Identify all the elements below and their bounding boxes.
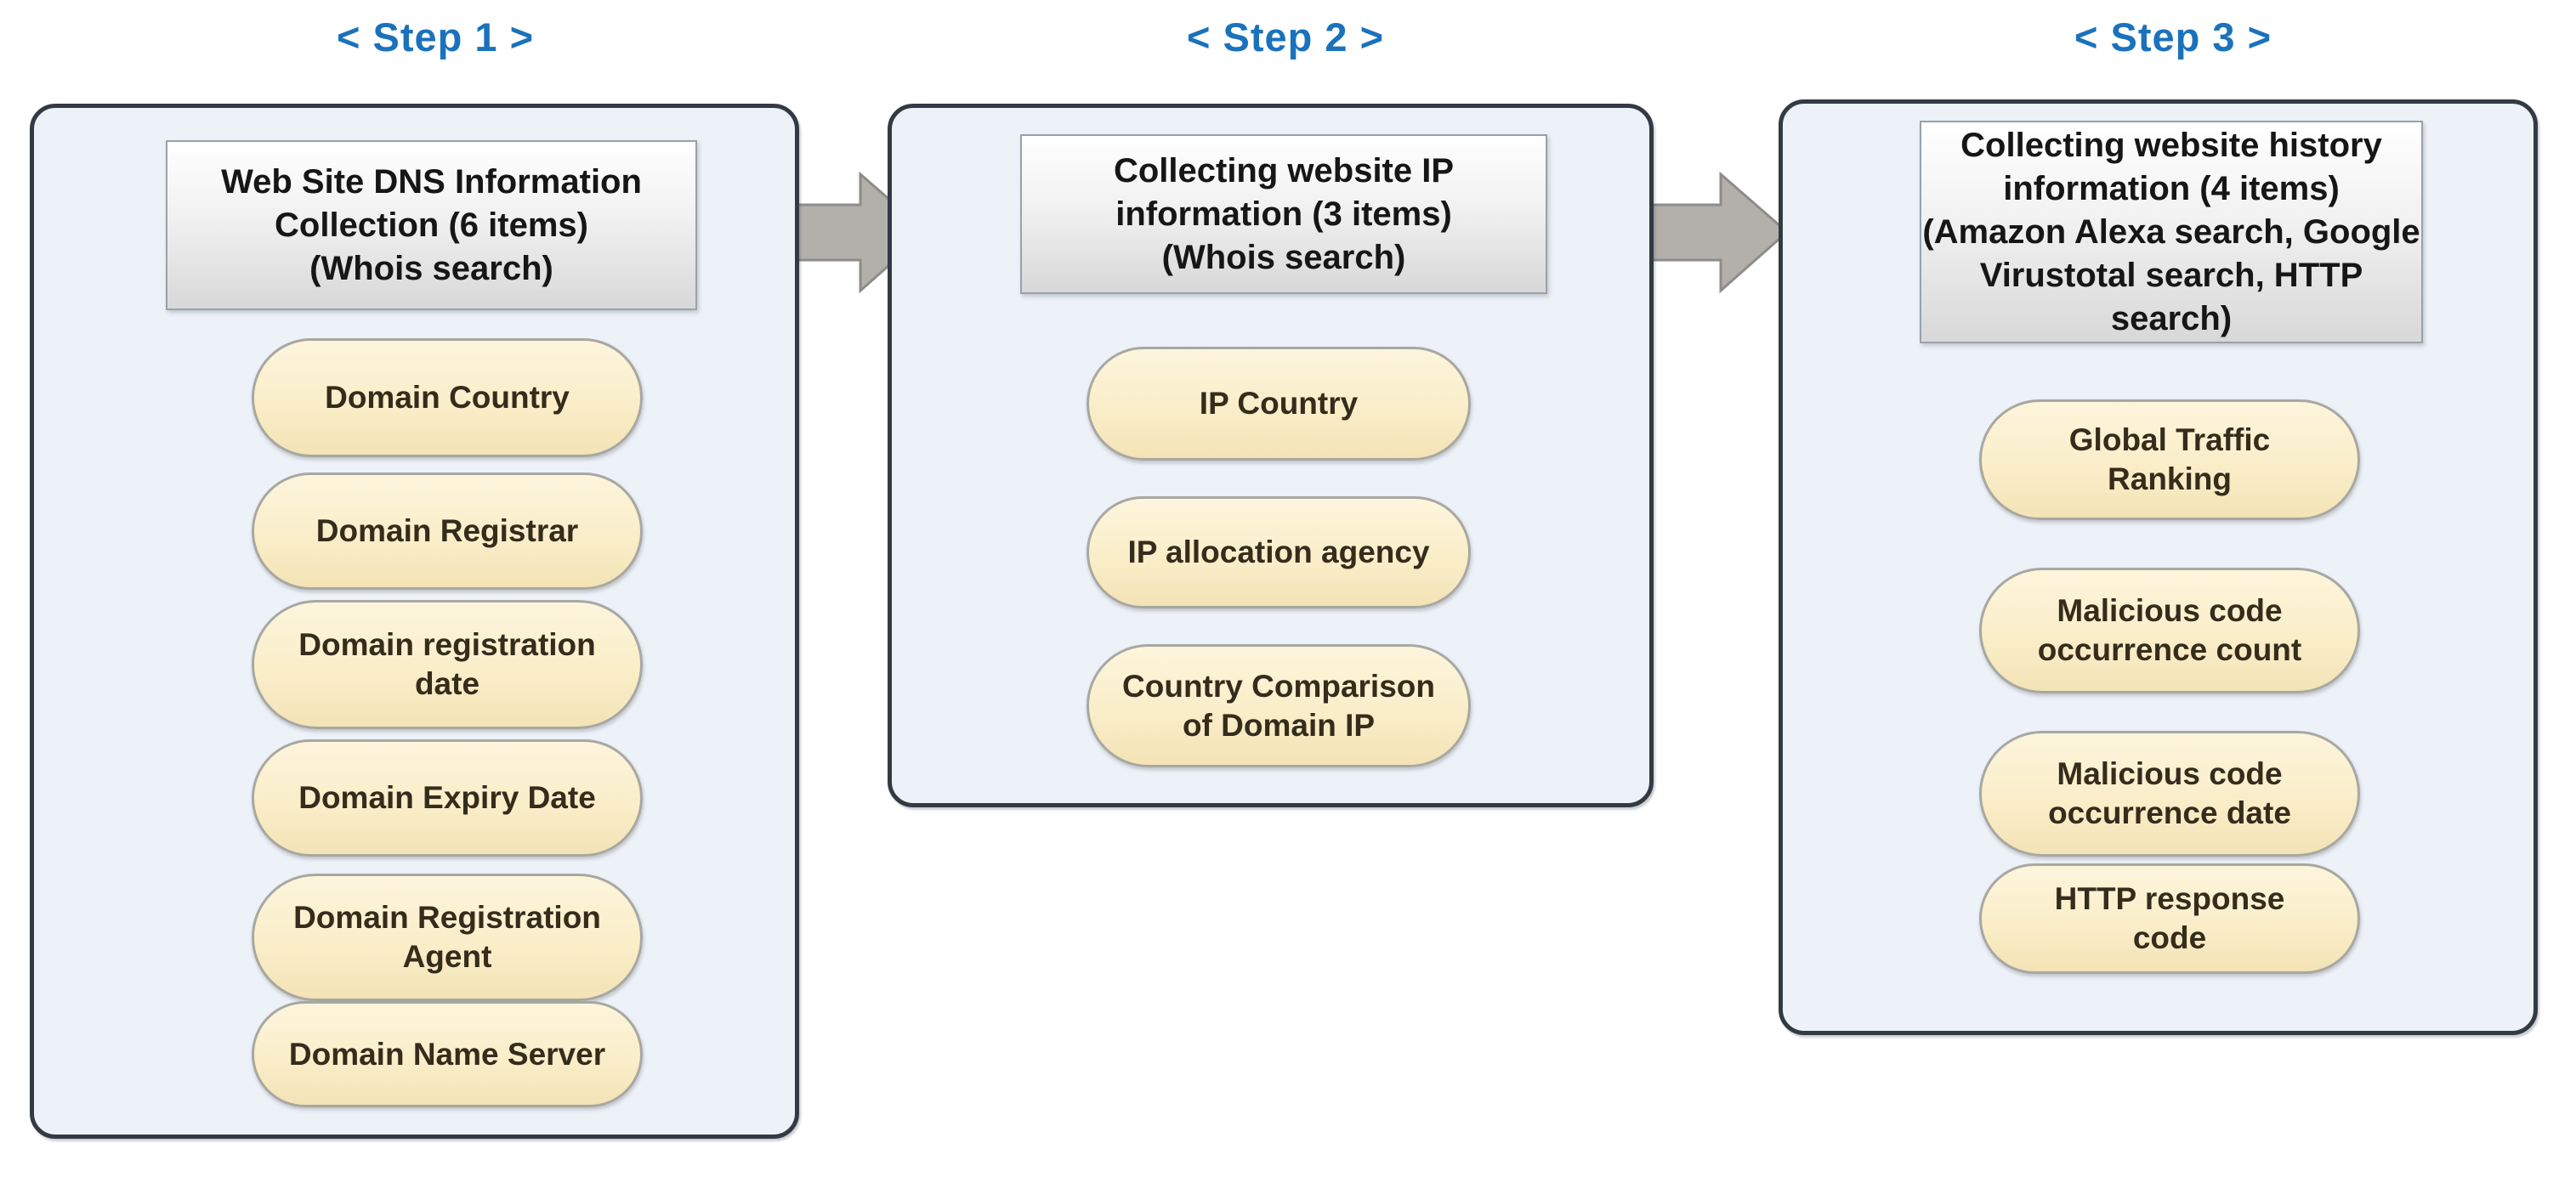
item-label: Domain Registrar	[315, 513, 579, 548]
item-pill-domain-registration-date: Domain registration date	[252, 600, 643, 729]
step-1-header: Web Site DNS Information Collection (6 i…	[166, 140, 697, 310]
item-label: IP allocation agency	[1127, 535, 1430, 569]
item-label: Malicious code occurrence date	[2048, 756, 2291, 830]
step-3-header-line: information (4 items)	[2003, 169, 2340, 207]
step-2-header-line: (Whois search)	[1161, 238, 1406, 276]
item-pill-domain-registrar: Domain Registrar	[252, 472, 643, 590]
item-label: Domain Registration Agent	[293, 900, 601, 974]
item-label: Global Traffic Ranking	[2068, 422, 2271, 496]
step-1-header-line: Web Site DNS Information	[221, 162, 642, 201]
item-pill-ip-allocation-agency: IP allocation agency	[1087, 496, 1471, 608]
step-2-header-line: Collecting website IP	[1113, 151, 1455, 190]
item-pill-domain-expiry-date: Domain Expiry Date	[252, 739, 643, 857]
step-3-header-line: Collecting website history	[1960, 126, 2382, 164]
item-pill-country-comparison: Country Comparison of Domain IP	[1087, 644, 1471, 767]
step-1-title: < Step 1 >	[336, 14, 535, 59]
item-pill-domain-registration-agent: Domain Registration Agent	[252, 874, 643, 1001]
item-label: Domain Country	[325, 380, 570, 415]
step-3-title: < Step 3 >	[2074, 14, 2272, 59]
step-3-header-line: Virustotal search, HTTP search)	[1979, 256, 2363, 337]
item-label: Country Comparison of Domain IP	[1122, 668, 1435, 743]
item-label: Domain registration date	[298, 627, 596, 701]
step-3-header: Collecting website history information (…	[1920, 121, 2423, 343]
step-3-header-line: (Amazon Alexa search, Google	[1922, 212, 2420, 251]
step-1-header-line: (Whois search)	[309, 249, 553, 287]
item-label: IP Country	[1199, 386, 1359, 421]
item-pill-malicious-code-count: Malicious code occurrence count	[1979, 568, 2360, 693]
step-2-header-line: information (3 items)	[1115, 195, 1452, 233]
item-pill-global-traffic-ranking: Global Traffic Ranking	[1979, 399, 2360, 520]
step-2-header: Collecting website IP information (3 ite…	[1020, 134, 1547, 294]
item-pill-http-response-code: HTTP response code	[1979, 863, 2360, 974]
item-pill-ip-country: IP Country	[1087, 347, 1471, 461]
step-1-header-line: Collection (6 items)	[275, 206, 588, 244]
step-2-title: < Step 2 >	[1186, 14, 1385, 59]
item-pill-malicious-code-date: Malicious code occurrence date	[1979, 731, 2360, 857]
item-label: HTTP response code	[2054, 881, 2285, 955]
item-label: Domain Expiry Date	[298, 780, 596, 815]
item-pill-domain-name-server: Domain Name Server	[252, 1001, 643, 1107]
item-label: Malicious code occurrence count	[2037, 593, 2302, 667]
item-label: Domain Name Server	[288, 1036, 606, 1072]
item-pill-domain-country: Domain Country	[252, 338, 643, 457]
